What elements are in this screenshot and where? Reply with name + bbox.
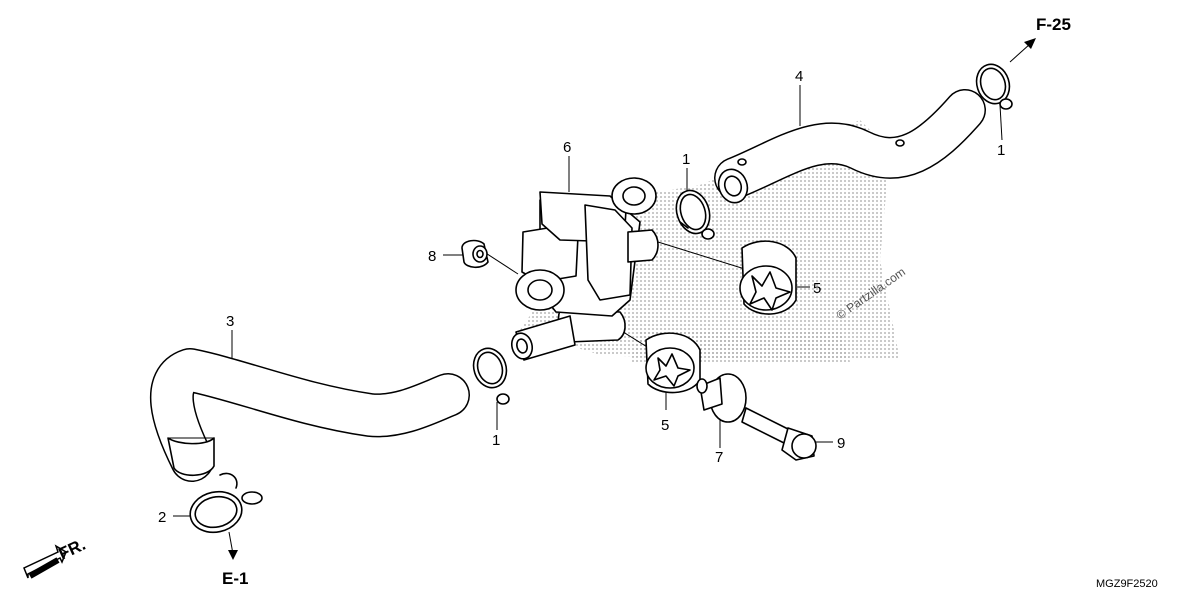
clamp-1-top	[675, 189, 715, 240]
part-label-5-right: 5	[813, 280, 821, 297]
hose-lower	[149, 348, 470, 482]
reference-f25: F-25	[1009, 15, 1071, 63]
reference-label-f25: F-25	[1036, 15, 1071, 34]
part-label-4: 4	[795, 68, 803, 85]
part-number-labels: 6 8 3 4 1 1 5 5 1 7 9 2	[158, 68, 1005, 526]
rubber-mount-5-low	[645, 332, 701, 394]
reference-e1: E-1	[222, 569, 248, 588]
part-label-6: 6	[563, 139, 571, 156]
part-label-9: 9	[837, 435, 845, 452]
hose-upper	[714, 89, 986, 204]
part-label-8: 8	[428, 248, 436, 265]
valve-body	[510, 177, 659, 361]
part-label-1-right: 1	[997, 142, 1005, 159]
collar-7	[696, 373, 747, 423]
clamp-2	[189, 472, 263, 560]
front-arrow: FR.	[23, 535, 89, 579]
part-label-1-low: 1	[492, 432, 500, 449]
part-label-7: 7	[715, 449, 723, 466]
part-label-3: 3	[226, 313, 234, 330]
diagram-code: MGZ9F2520	[1096, 578, 1158, 590]
reference-label-e1: E-1	[222, 569, 248, 588]
rubber-mount-5-right	[739, 240, 797, 315]
clamp-1-right	[975, 63, 1013, 110]
collar-8	[461, 239, 489, 269]
part-label-2: 2	[158, 509, 166, 526]
bolt-9	[741, 407, 817, 461]
clamp-1-low	[472, 347, 510, 405]
part-label-1-top: 1	[682, 151, 690, 168]
part-label-5-low: 5	[661, 417, 669, 434]
